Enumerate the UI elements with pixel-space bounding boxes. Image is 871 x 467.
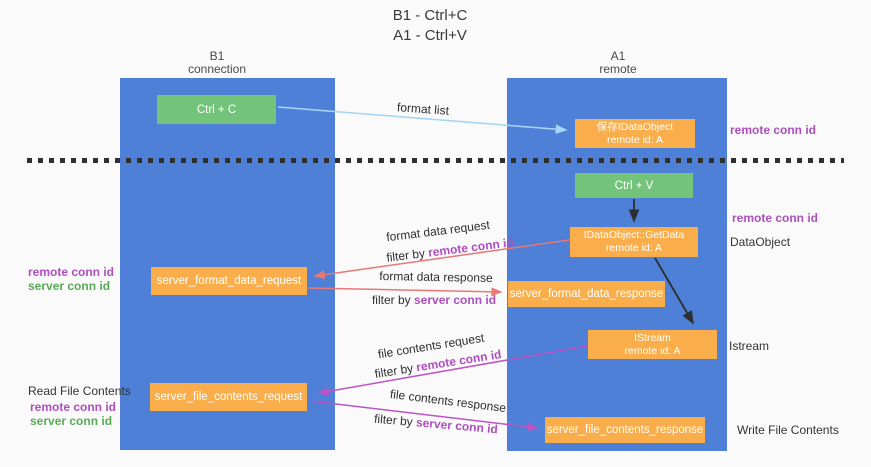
- node-save-idataobject: 保存IDataObject remote id: A: [575, 119, 695, 148]
- side-remote-conn-id-left1: remote conn id: [28, 265, 115, 279]
- lane-header-right: A1 remote: [599, 50, 636, 76]
- diagram-title: B1 - Ctrl+C A1 - Ctrl+V: [393, 6, 468, 46]
- node-ctrl-c-label: Ctrl + C: [196, 103, 237, 116]
- node-server-file-contents-response: server_file_contents_response: [545, 417, 705, 443]
- node-save-idataobject-line2: remote id: A: [606, 133, 664, 146]
- node-server-format-data-response-label: server_format_data_response: [509, 288, 664, 300]
- side-read-file-contents: Read File Contents: [28, 384, 131, 398]
- node-istream-line2: remote id: A: [624, 344, 681, 357]
- label-server-conn-id-1: server conn id: [414, 293, 497, 307]
- node-ctrl-v: Ctrl + V: [575, 173, 693, 198]
- node-server-file-contents-request-label: server_file_contents_request: [154, 391, 303, 403]
- lane-right-name: A1: [610, 49, 626, 63]
- node-server-file-contents-response-label: server_file_contents_response: [546, 424, 704, 436]
- dashed-separator: [27, 158, 844, 163]
- node-ctrl-c: Ctrl + C: [157, 95, 276, 124]
- node-server-format-data-response: server_format_data_response: [508, 281, 665, 307]
- node-ctrl-v-label: Ctrl + V: [614, 179, 654, 192]
- side-dataobject: DataObject: [730, 235, 791, 249]
- label-format-list: format list: [396, 100, 450, 118]
- side-server-conn-id-left2: server conn id: [30, 414, 113, 428]
- label-filter-by-3: filter by: [373, 361, 415, 381]
- label-filter-by-4: filter by: [373, 411, 414, 429]
- label-remote-conn-id-1: remote conn id: [427, 235, 515, 260]
- label-format-data-response: format data response: [379, 269, 493, 285]
- side-istream: Istream: [729, 339, 770, 353]
- label-filter-by-1: filter by: [385, 246, 426, 265]
- side-remote-conn-id-mid: remote conn id: [732, 211, 819, 225]
- arrow-format-data-response: [307, 287, 503, 297]
- lane-left-role: connection: [187, 62, 247, 76]
- node-istream: IStream remote id: A: [588, 330, 717, 359]
- node-istream-line1: IStream: [634, 331, 671, 344]
- node-getdata-line1: IDataObject::GetData: [583, 229, 685, 241]
- side-remote-conn-id-top: remote conn id: [730, 123, 817, 137]
- node-server-format-data-request-label: server_format_data_request: [156, 275, 302, 287]
- lane-left-name: B1: [209, 49, 225, 63]
- label-filter-server-1: filter by server conn id: [372, 293, 496, 307]
- node-getdata-line2: remote id: A: [605, 242, 663, 254]
- label-filter-by-2: filter by: [371, 293, 411, 307]
- side-remote-conn-id-left2: remote conn id: [30, 400, 117, 414]
- title-line-2: A1 - Ctrl+V: [393, 27, 467, 44]
- label-file-contents-response: file contents response: [389, 386, 507, 416]
- title-line-1: B1 - Ctrl+C: [392, 7, 468, 24]
- label-server-conn-id-2: server conn id: [415, 415, 499, 437]
- side-write-file-contents: Write File Contents: [737, 423, 839, 437]
- node-idataobject-getdata: IDataObject::GetData remote id: A: [570, 227, 698, 257]
- side-server-conn-id-left1: server conn id: [28, 279, 111, 293]
- label-filter-server-2: filter by server conn id: [374, 412, 499, 437]
- lane-header-left: B1 connection: [188, 50, 246, 76]
- node-server-file-contents-request: server_file_contents_request: [150, 383, 307, 411]
- lane-right-role: remote: [599, 62, 637, 76]
- node-save-idataobject-line1: 保存IDataObject: [596, 120, 674, 133]
- node-server-format-data-request: server_format_data_request: [151, 267, 307, 295]
